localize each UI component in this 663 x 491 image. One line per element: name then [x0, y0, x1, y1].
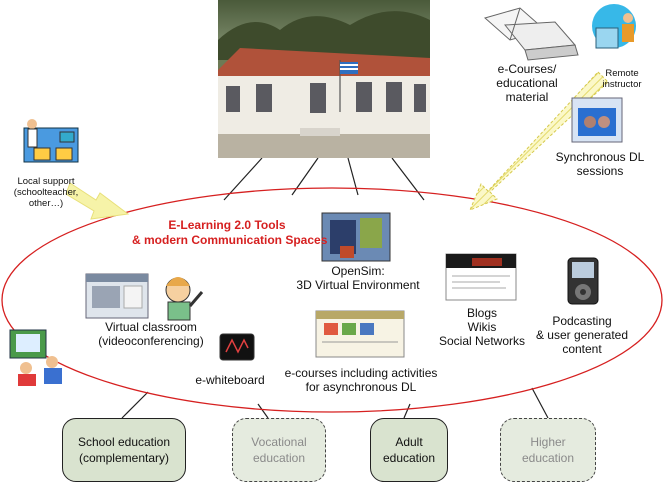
local-support-arrow	[65, 182, 130, 220]
ecourses-screenshot	[315, 310, 405, 358]
box-adult-education-label: Adult education	[382, 435, 436, 465]
box-school-education-label: School education (complementary)	[77, 435, 171, 465]
tools-ellipse	[1, 187, 663, 413]
opensim-screenshot	[321, 212, 391, 262]
blogs-screenshot	[445, 253, 517, 301]
ipod-icon	[567, 257, 599, 305]
whiteboard-icon	[219, 333, 255, 361]
blogs-label: Blogs Wikis Social Networks	[438, 306, 526, 348]
local-support-label: Local support (schoolteacher, other…)	[13, 176, 79, 209]
box-school-education: School education (complementary)	[62, 418, 186, 482]
virtual-classroom-screenshot	[85, 273, 149, 319]
photo-connector-lines	[223, 157, 425, 201]
ecourses-async-label: e-courses including activities for async…	[284, 366, 438, 394]
title-line-2: & modern Communication Spaces	[132, 233, 328, 247]
box-vocational-education-label: Vocational education	[251, 435, 307, 465]
teacher-clipart	[165, 277, 204, 321]
synchronous-dl-screenshot	[571, 97, 623, 143]
children-computer-clipart	[9, 329, 62, 386]
local-support-clipart	[23, 119, 79, 163]
remote-instructor-icon	[592, 4, 636, 49]
box-higher-education-label: Higher education	[521, 435, 575, 465]
sync-dl-label: Synchronous DL sessions	[555, 150, 645, 178]
diagram-title: E-Learning 2.0 Tools & modern Communicat…	[132, 218, 328, 248]
box-connector-lines	[121, 387, 549, 419]
remote-instructor-label: Remote instructor	[602, 68, 642, 90]
box-adult-education: Adult education	[370, 418, 448, 482]
ewhiteboard-label: e-whiteboard	[195, 373, 265, 387]
box-vocational-education: Vocational education	[232, 418, 326, 482]
opensim-label: OpenSim: 3D Virtual Environment	[296, 264, 420, 292]
virtual-classroom-label: Virtual classroom (videoconferencing)	[98, 320, 204, 348]
box-higher-education: Higher education	[500, 418, 596, 482]
ecourses-material-label: e-Courses/ educational material	[496, 62, 558, 104]
school-building-photo	[218, 0, 430, 158]
podcasting-label: Podcasting & user generated content	[535, 314, 629, 356]
title-line-1: E-Learning 2.0 Tools	[168, 218, 286, 232]
books-icon	[483, 7, 579, 61]
